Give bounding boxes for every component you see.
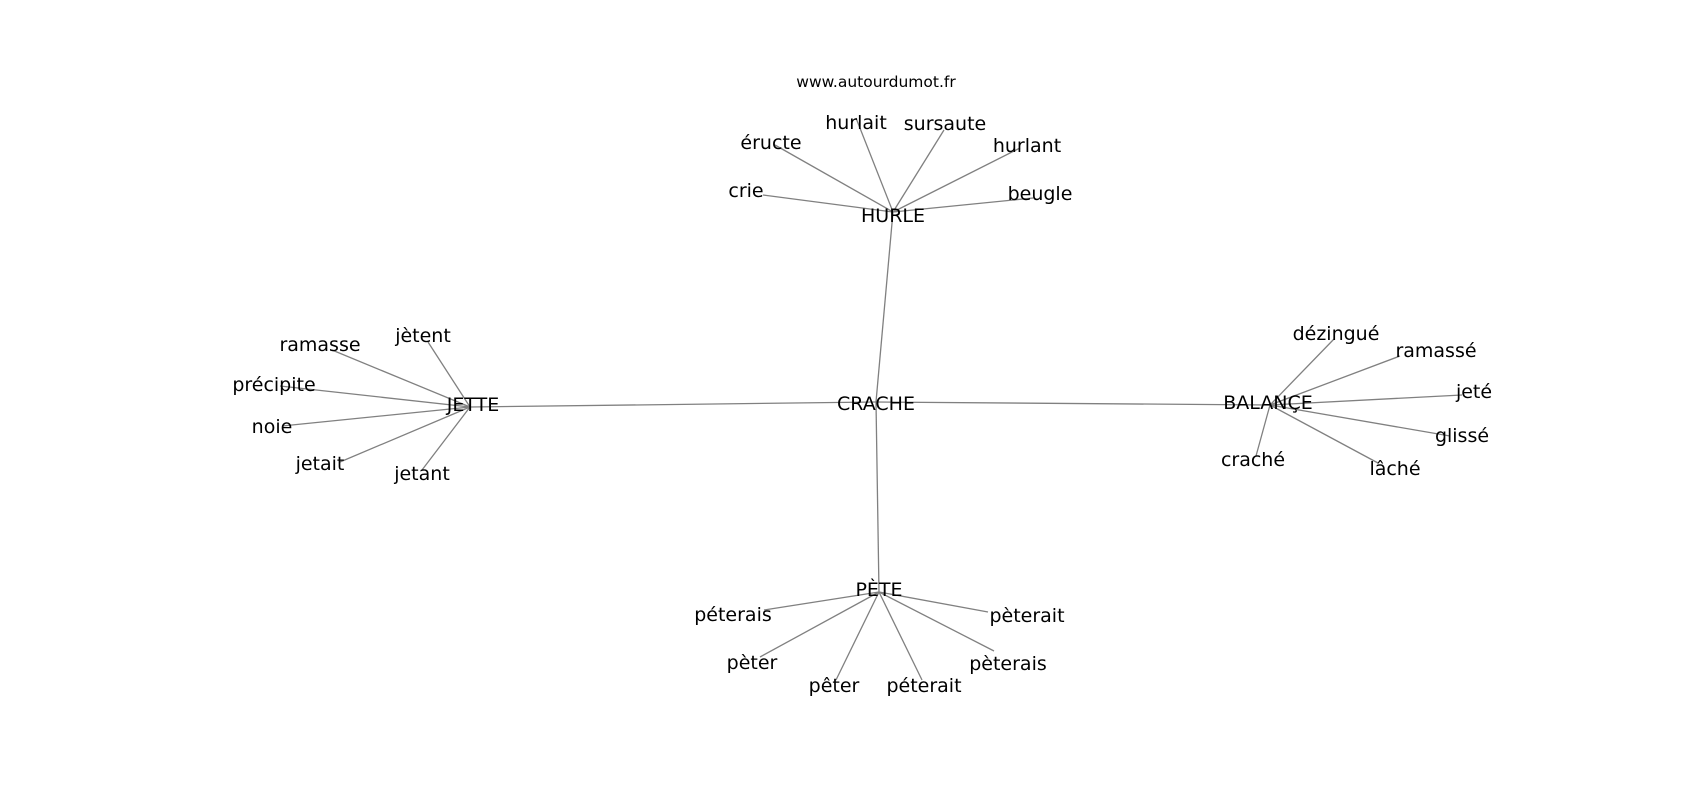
edge-center-jette [469,401,877,408]
node-leaf-hurle-0[interactable]: crie [728,180,763,202]
edge-pete-leaf-5 [878,591,989,613]
edge-center-hurle [875,211,894,403]
edge-balance-leaf-1 [1269,355,1401,406]
node-leaf-pete-5[interactable]: pèterait [989,605,1064,627]
node-leaf-hurle-3[interactable]: sursaute [904,113,986,135]
edge-hurle-leaf-1 [774,144,894,213]
graph-edges [279,117,1463,681]
edge-hurle-leaf-5 [892,197,1034,213]
node-hub-hurle[interactable]: HURLE [861,205,925,227]
site-link[interactable]: www.autourdumot.fr [796,73,956,91]
edge-jette-leaf-5 [421,406,471,471]
node-leaf-jette-1[interactable]: jètent [394,325,451,347]
node-leaf-jette-0[interactable]: ramasse [279,334,360,356]
node-leaf-hurle-5[interactable]: beugle [1008,183,1073,205]
node-leaf-pete-2[interactable]: pêter [809,675,860,697]
node-leaf-pete-3[interactable]: péterait [886,675,961,697]
edge-jette-leaf-4 [339,406,471,463]
edge-balance-leaf-4 [1269,404,1379,464]
node-hub-pete[interactable]: PÈTE [855,578,902,601]
node-leaf-jette-2[interactable]: précipite [232,374,315,396]
edge-pete-leaf-4 [878,591,995,652]
edge-hurle-leaf-2 [855,117,894,213]
edge-balance-leaf-0 [1269,338,1335,406]
node-leaf-balance-3[interactable]: glissé [1435,425,1489,447]
edge-pete-leaf-1 [759,591,880,658]
node-leaf-hurle-4[interactable]: hurlant [993,135,1061,157]
edge-center-pete [875,401,880,593]
edge-center-balance [875,401,1271,406]
node-hub-balance[interactable]: BALANÇE [1223,392,1313,414]
edge-hurle-leaf-0 [762,194,894,213]
edge-jette-leaf-3 [281,406,471,427]
edge-pete-leaf-0 [763,591,880,611]
node-leaf-hurle-1[interactable]: éructe [740,132,801,154]
edge-hurle-leaf-4 [892,147,1021,213]
node-leaf-pete-1[interactable]: pèter [727,652,778,674]
node-leaf-balance-2[interactable]: jeté [1455,381,1492,403]
node-leaf-hurle-2[interactable]: hurlait [825,112,887,134]
edge-balance-leaf-3 [1269,404,1451,437]
node-leaf-pete-4[interactable]: pèterais [969,653,1047,675]
edge-balance-leaf-2 [1269,394,1463,406]
edge-pete-leaf-2 [835,591,880,681]
node-leaf-jette-4[interactable]: jetait [295,453,345,475]
edge-pete-leaf-3 [878,591,923,681]
node-center-crache[interactable]: CRACHE [837,393,915,415]
node-leaf-balance-0[interactable]: dézingué [1293,323,1380,345]
edge-balance-leaf-5 [1255,404,1271,457]
edge-jette-leaf-0 [331,349,471,408]
edge-jette-leaf-1 [427,341,471,408]
node-leaf-balance-5[interactable]: craché [1221,449,1285,471]
node-leaf-jette-5[interactable]: jetant [393,463,450,485]
node-leaf-jette-3[interactable]: noie [252,416,293,438]
node-leaf-balance-1[interactable]: ramassé [1395,340,1476,362]
edge-jette-leaf-2 [279,385,471,408]
graph-labels: CRACHE HURLE crie éructe hurlait sursaute hurl… [232,112,1492,697]
node-leaf-pete-0[interactable]: péterais [694,604,772,626]
node-leaf-balance-4[interactable]: lâché [1369,458,1420,480]
edge-hurle-leaf-3 [892,129,945,213]
node-hub-jette[interactable]: JETTE [446,394,500,416]
